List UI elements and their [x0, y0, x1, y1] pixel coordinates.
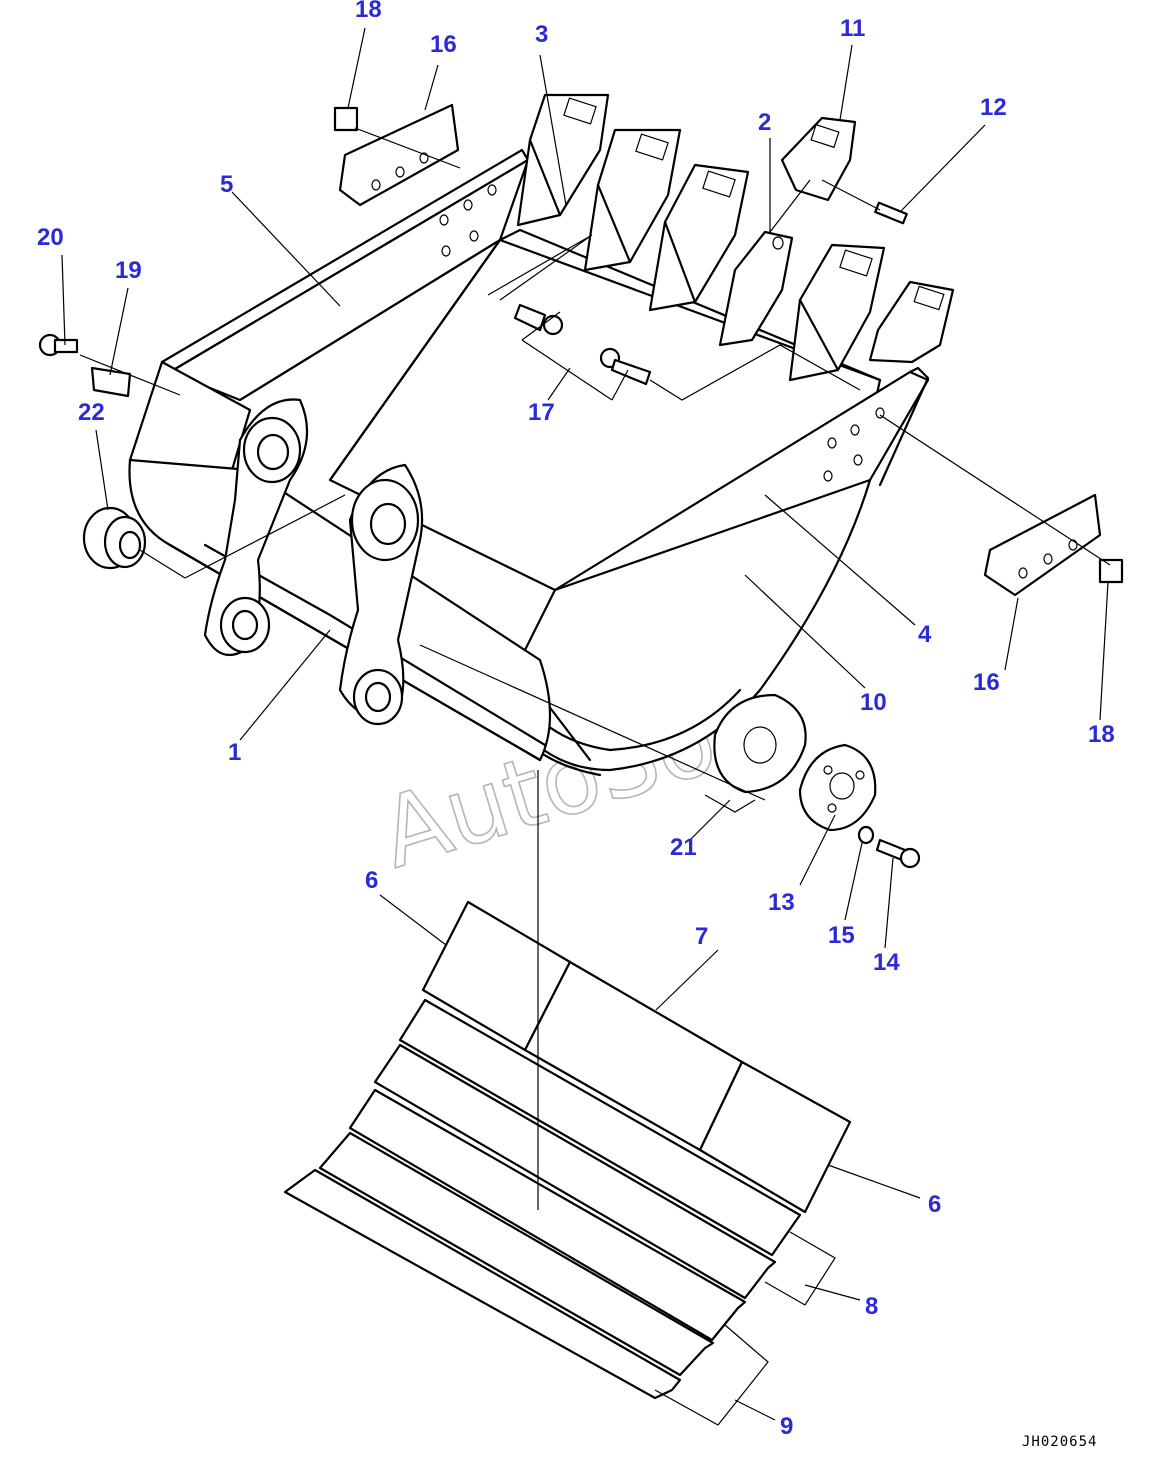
callout-3: 3: [535, 21, 548, 48]
spacer-19: [90, 366, 132, 398]
callout-9: 9: [780, 1413, 793, 1440]
callout-7: 7: [695, 923, 708, 950]
plate-13: [798, 743, 877, 832]
bolt-17a: [513, 303, 564, 336]
callout-17: 17: [528, 399, 555, 426]
tooth-4: [788, 243, 886, 382]
callout-6-top: 6: [365, 867, 378, 894]
callout-11: 11: [840, 15, 865, 42]
leader-lines: [61, 27, 1111, 1426]
side-cutter-16-top: [338, 103, 460, 207]
callout-8: 8: [865, 1293, 878, 1320]
tooth-loose-11: [780, 116, 857, 202]
callout-22: 22: [78, 399, 105, 426]
callout-5: 5: [220, 171, 233, 198]
callout-16-top: 16: [430, 31, 457, 58]
callout-13: 13: [768, 889, 795, 916]
tooth-1: [516, 93, 610, 227]
tooth-2: [583, 128, 682, 272]
callout-14: 14: [873, 949, 900, 976]
bucket-body: [128, 148, 930, 777]
callout-18-right: 18: [1088, 721, 1115, 748]
bolt-14: [875, 838, 921, 869]
callout-4: 4: [918, 621, 932, 648]
callout-2: 2: [758, 109, 771, 136]
callout-6-right: 6: [928, 1191, 941, 1218]
drawing-code: JH020654: [1022, 1434, 1097, 1450]
nut-18-top: [333, 106, 359, 132]
wear-plates: [283, 900, 852, 1400]
callout-18-top: 18: [355, 0, 382, 23]
bucket-teeth: [516, 93, 955, 382]
callout-12: 12: [980, 94, 1007, 121]
tooth-2-part: [718, 230, 794, 347]
pin-20: [38, 333, 79, 357]
boss-right: [338, 463, 424, 726]
callout-20: 20: [37, 224, 64, 251]
callout-1: 1: [228, 739, 241, 766]
tooth-3: [648, 163, 750, 312]
callouts: 18 16 3 11 12 2 5 20 19 22 17 4 16 10 18…: [37, 0, 1115, 1440]
boss-left: [203, 398, 309, 657]
bolt-17b: [599, 347, 652, 386]
callout-16-right: 16: [973, 669, 1000, 696]
callout-15: 15: [828, 922, 855, 949]
washer-15: [857, 825, 875, 845]
pin-12: [874, 201, 908, 225]
callout-21: 21: [670, 834, 697, 861]
callout-19: 19: [115, 257, 142, 284]
callout-10: 10: [860, 689, 887, 716]
nut-18-right: [1098, 558, 1124, 584]
bushing-22: [82, 506, 147, 570]
side-cutter-16-right: [983, 493, 1102, 597]
tooth-5: [868, 280, 955, 364]
